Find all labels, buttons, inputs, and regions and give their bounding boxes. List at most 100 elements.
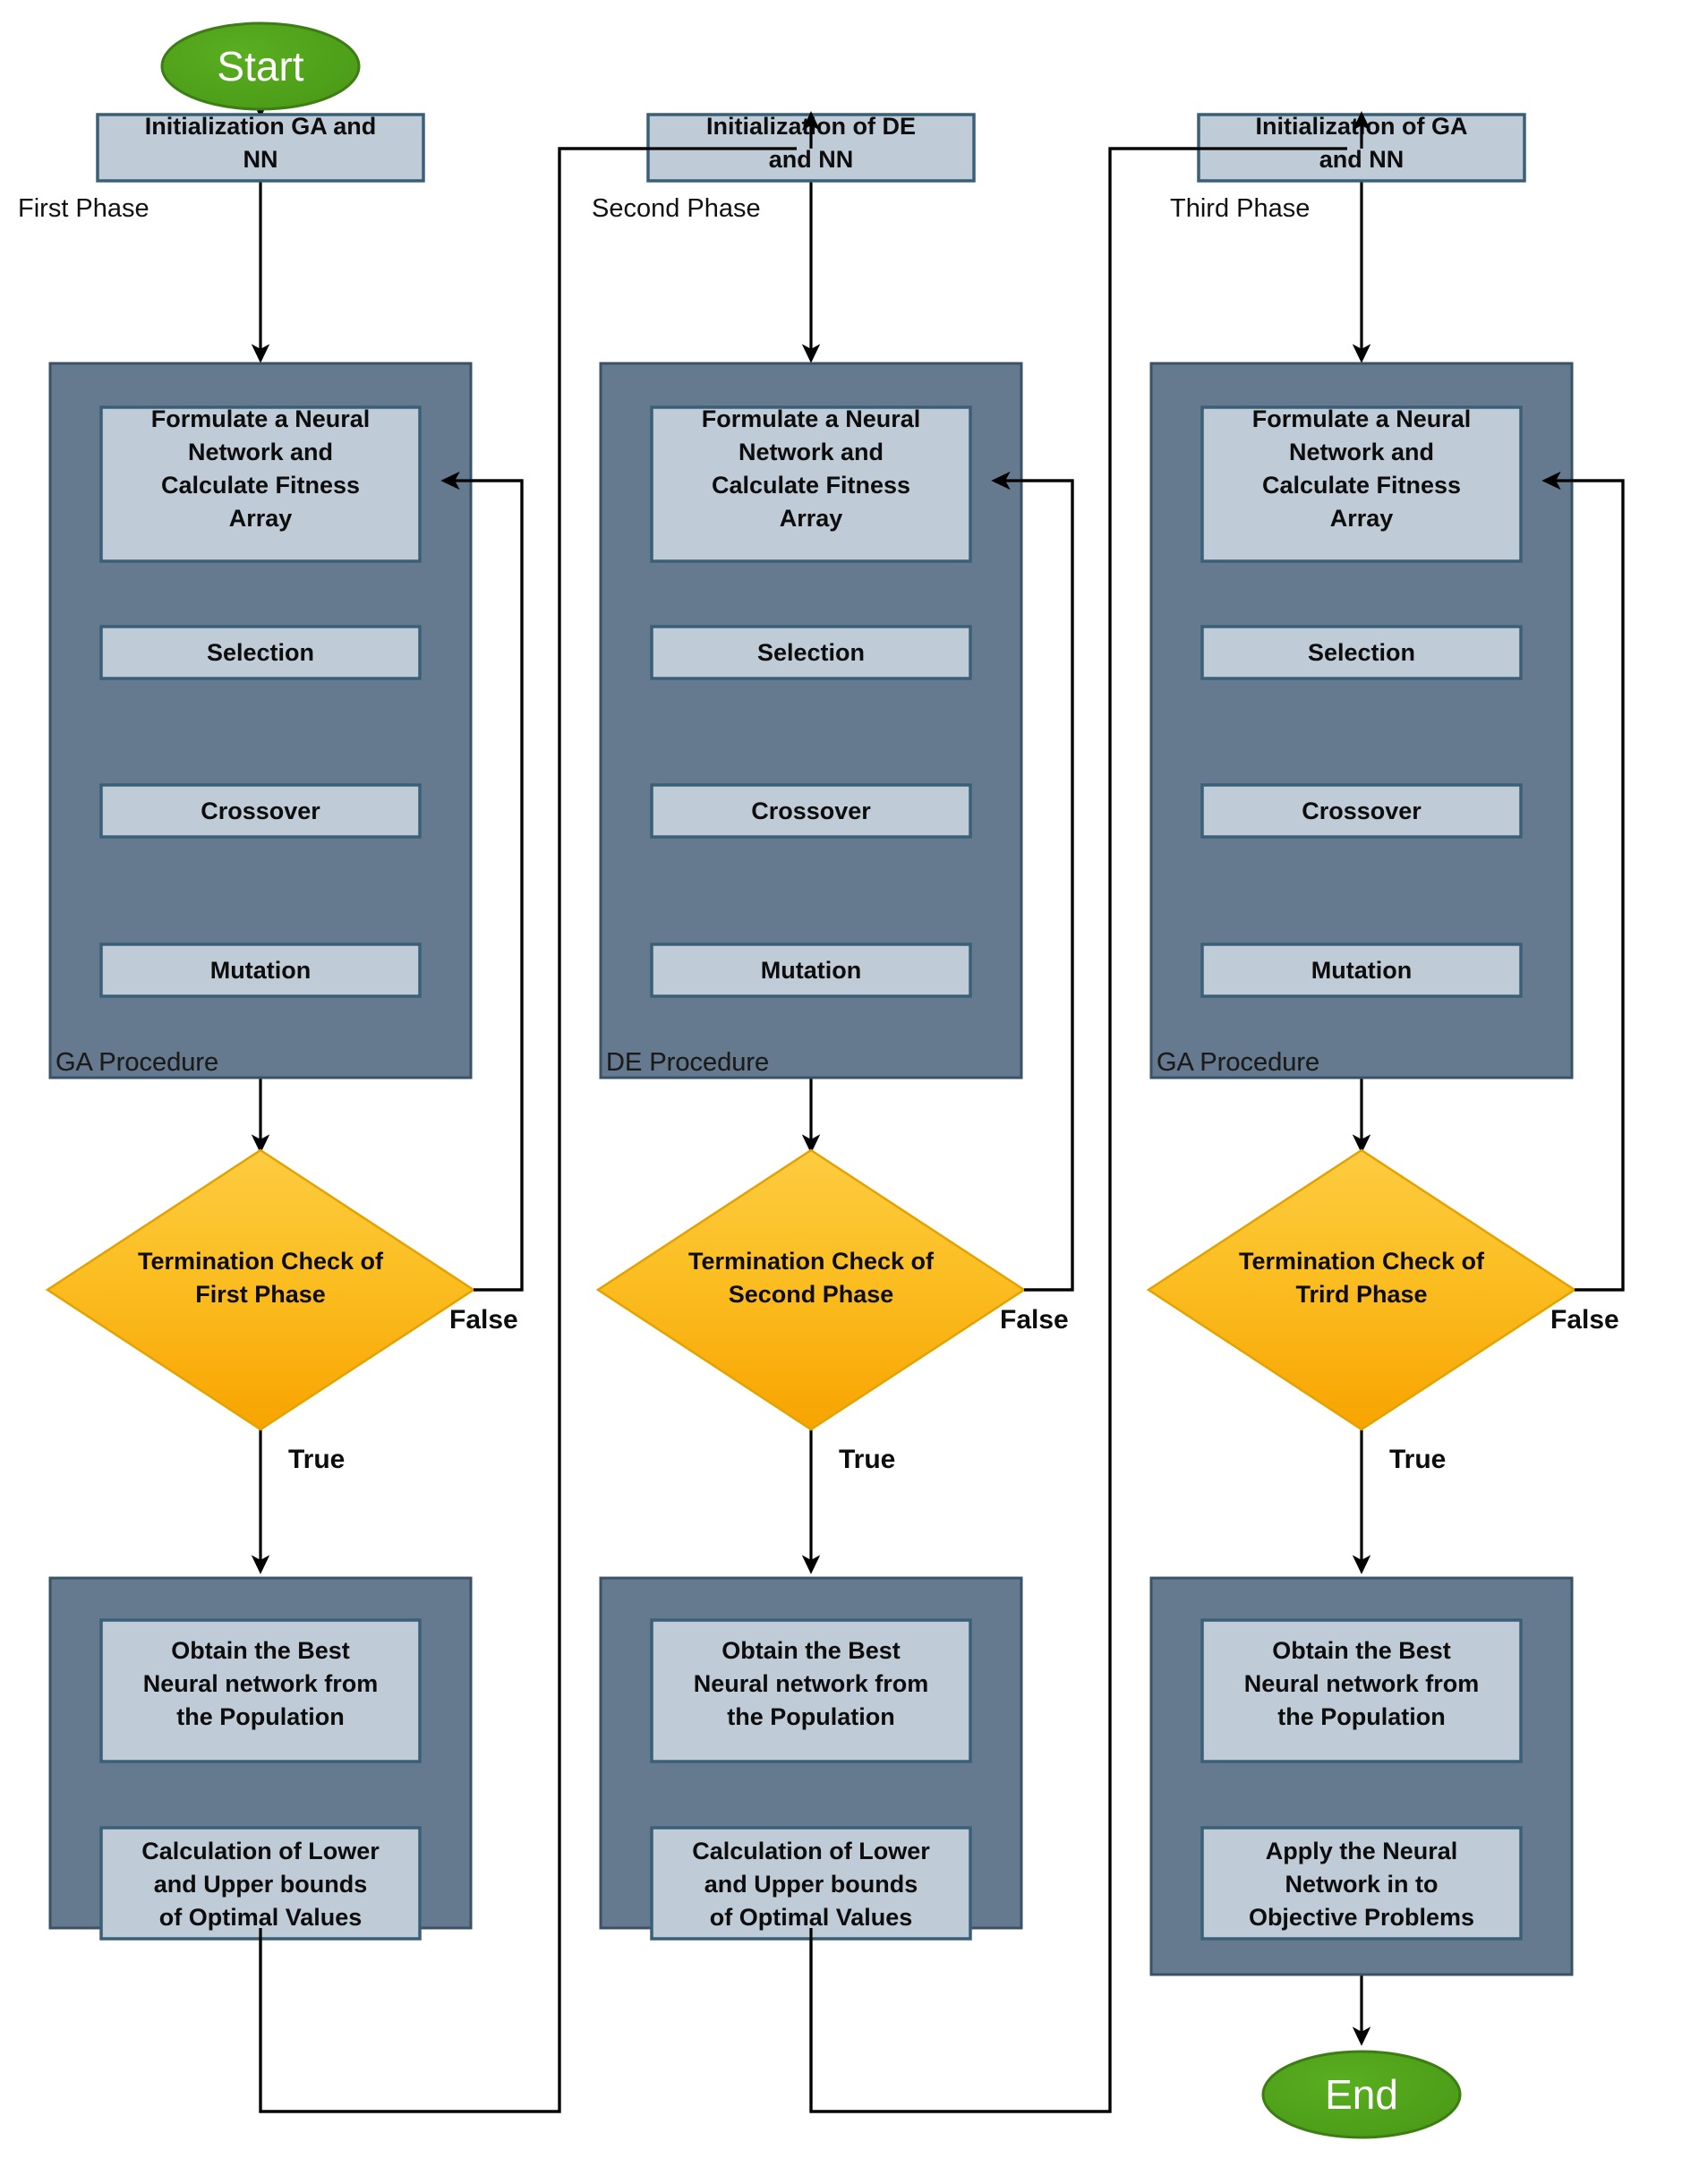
procedure-label-first: GA Procedure [55, 1048, 218, 1077]
step-mutation-first-rect [99, 943, 422, 998]
result-obtain-first: Obtain the Best Neural network from the … [99, 1618, 422, 1763]
svg-text:Array: Array [1330, 505, 1394, 532]
svg-text:Network and: Network and [188, 439, 333, 465]
step-selection-third-label: Selection [1308, 639, 1415, 666]
step-formulate-second-rect [650, 405, 972, 563]
svg-text:Termination Check of: Termination Check of [1239, 1248, 1485, 1275]
svg-text:Array: Array [229, 505, 293, 532]
procedure-label-third-top: GA Procedure [1157, 1048, 1319, 1077]
result-bounds-first-rect [99, 1826, 422, 1941]
step-selection-third: Selection [1200, 625, 1523, 680]
step-crossover-first-rect [99, 783, 422, 839]
step-formulate-second: Formulate a Neural Network and Calculate… [650, 405, 972, 563]
result-apply-third-rect [1200, 1826, 1523, 1941]
svg-text:Calculate Fitness: Calculate Fitness [712, 472, 910, 499]
step-selection-first: Selection [99, 625, 422, 680]
step-crossover-third-label: Crossover [1302, 798, 1422, 824]
step-selection-first-rect [99, 625, 422, 680]
init-box-first-line2: NN [243, 146, 278, 173]
svg-text:Network in to: Network in to [1285, 1871, 1438, 1898]
svg-text:Second Phase: Second Phase [729, 1281, 894, 1308]
step-crossover-second-label: Crossover [751, 798, 871, 824]
svg-text:Obtain the Best: Obtain the Best [721, 1637, 901, 1664]
decision-first: Termination Check of First Phase [45, 1148, 476, 1431]
decision-third-true-label: True [1389, 1445, 1446, 1474]
svg-text:First Phase: First Phase [195, 1281, 326, 1308]
step-formulate-first-rect [99, 405, 422, 563]
step-mutation-second-rect [650, 943, 972, 998]
procedure-label-second-top: DE Procedure [606, 1048, 769, 1077]
start-node: Start [160, 21, 361, 111]
step-mutation-third-label: Mutation [1311, 957, 1412, 984]
step-formulate-first: Formulate a Neural Network and Calculate… [99, 405, 422, 563]
svg-text:Obtain the Best: Obtain the Best [171, 1637, 350, 1664]
init-box-third-line2: and NN [1319, 146, 1405, 173]
edge-false-loop-3-overlay [1541, 471, 1625, 1292]
step-formulate-third: Formulate a Neural Network and Calculate… [1200, 405, 1523, 563]
svg-text:Calculate Fitness: Calculate Fitness [1262, 472, 1461, 499]
decision-second-false-label: False [1000, 1305, 1069, 1335]
result-bounds-second: Calculation of Lower and Upper bounds of… [650, 1826, 972, 1941]
procedure-label-second: DE Procedure [606, 1048, 769, 1077]
result-obtain-second: Obtain the Best Neural network from the … [650, 1618, 972, 1763]
step-crossover-third-rect [1200, 783, 1523, 839]
procedure-label-first-top: GA Procedure [55, 1048, 218, 1077]
svg-text:Network and: Network and [739, 439, 884, 465]
init-box-second-line2: and NN [769, 146, 854, 173]
step-formulate-third-rect [1200, 405, 1523, 563]
svg-text:Formulate a Neural: Formulate a Neural [151, 405, 371, 432]
svg-text:Neural network from: Neural network from [694, 1670, 929, 1697]
svg-text:the Population: the Population [1277, 1703, 1445, 1730]
decision-first-shape [45, 1148, 476, 1431]
step-mutation-third-rect [1200, 943, 1523, 998]
svg-text:of Optimal Values: of Optimal Values [159, 1904, 363, 1931]
end-node: End [1261, 2050, 1462, 2139]
result-apply-third: Apply the Neural Network in to Objective… [1200, 1826, 1523, 1941]
start-label: Start [217, 43, 303, 90]
svg-text:Calculate Fitness: Calculate Fitness [161, 472, 360, 499]
svg-text:the Population: the Population [176, 1703, 344, 1730]
step-crossover-third: Crossover [1200, 783, 1523, 839]
decision-first-true-label: True [288, 1445, 345, 1474]
step-crossover-first: Crossover [99, 783, 422, 839]
procedure-label-third: GA Procedure [1157, 1048, 1319, 1077]
decision-second-shape [595, 1148, 1027, 1431]
init-box-first: Initialization GA and NN [96, 113, 425, 183]
svg-text:and Upper bounds: and Upper bounds [704, 1871, 918, 1898]
init-box-first-rect [96, 113, 425, 183]
step-mutation-second: Mutation [650, 943, 972, 998]
decision-third: Termination Check of Trird Phase [1146, 1148, 1577, 1431]
step-crossover-second-rect [650, 783, 972, 839]
svg-text:Formulate a Neural: Formulate a Neural [702, 405, 921, 432]
svg-text:Neural network from: Neural network from [1244, 1670, 1480, 1697]
step-crossover-second: Crossover [650, 783, 972, 839]
connector-overlay [259, 111, 1625, 2113]
step-selection-second-label: Selection [757, 639, 865, 666]
step-mutation-third: Mutation [1200, 943, 1523, 998]
step-mutation-first-label: Mutation [210, 957, 311, 984]
svg-text:Network and: Network and [1289, 439, 1434, 465]
svg-text:Calculation of Lower: Calculation of Lower [692, 1838, 930, 1864]
decision-third-false-label: False [1550, 1305, 1619, 1335]
edge-phase1-to-phase2-overlay [259, 147, 797, 2113]
svg-text:of Optimal Values: of Optimal Values [710, 1904, 913, 1931]
svg-text:Trird Phase: Trird Phase [1295, 1281, 1427, 1308]
phase-label-second: Second Phase [592, 194, 761, 223]
svg-text:Apply the Neural: Apply the Neural [1266, 1838, 1458, 1864]
step-mutation-first: Mutation [99, 943, 422, 998]
end-ellipse [1261, 2050, 1462, 2139]
decision-third-shape [1146, 1148, 1577, 1431]
svg-text:Array: Array [780, 505, 843, 532]
step-selection-second: Selection [650, 625, 972, 680]
svg-text:Termination Check of: Termination Check of [688, 1248, 935, 1275]
edge-false-loop-1-overlay [440, 471, 524, 1292]
start-ellipse [160, 21, 361, 111]
step-selection-third-rect [1200, 625, 1523, 680]
end-label: End [1325, 2071, 1398, 2118]
result-obtain-third-rect [1200, 1618, 1523, 1763]
edge-false-loop-2-overlay [991, 471, 1074, 1292]
step-crossover-first-label: Crossover [201, 798, 320, 824]
edge-phase2-to-phase3-overlay [809, 147, 1347, 2113]
